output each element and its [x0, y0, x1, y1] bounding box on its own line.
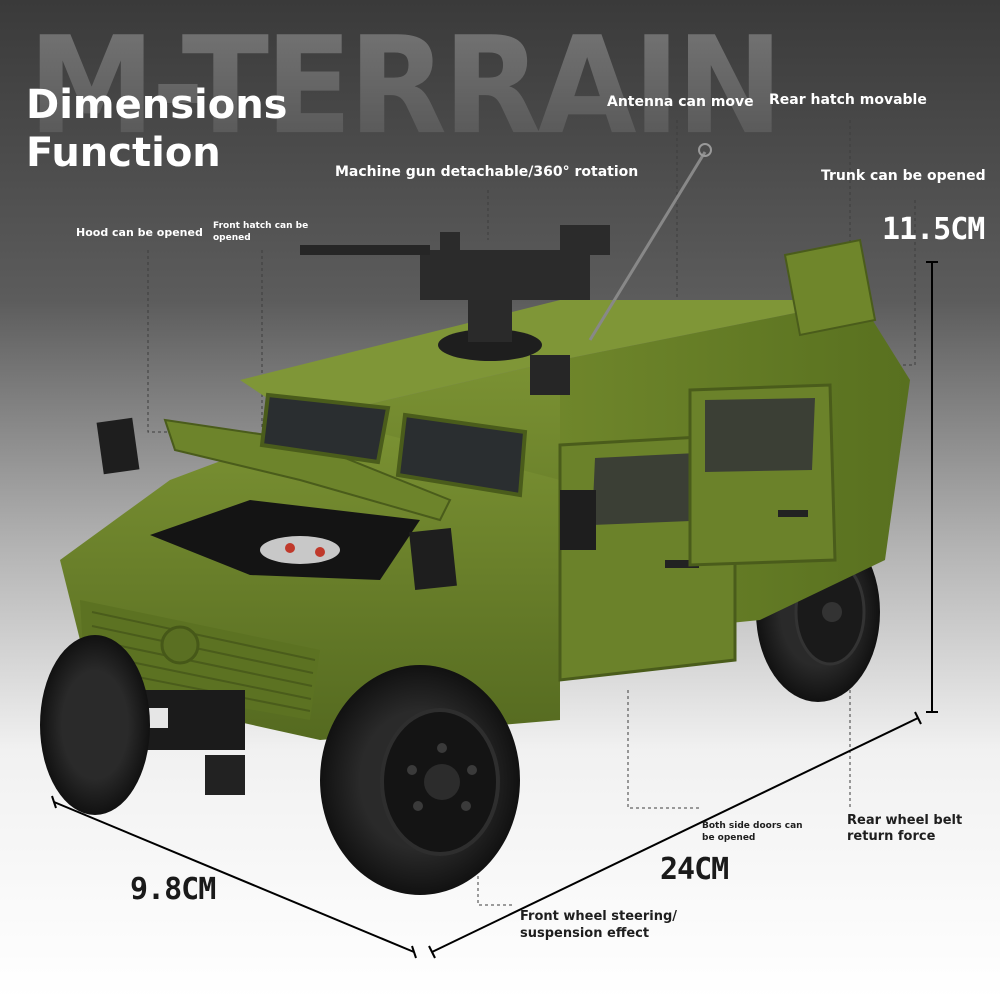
dimension-height: 11.5CM: [882, 212, 985, 247]
label-hood: Hood can be opened: [76, 226, 203, 239]
label-front-wheel: Front wheel steering/ suspension effect: [520, 909, 678, 941]
vehicle-body: [60, 238, 910, 795]
machine-gun-turret: [300, 225, 610, 361]
label-rear-hatch: Rear hatch movable: [769, 92, 927, 108]
front-wheel: [320, 665, 520, 895]
label-trunk: Trunk can be opened: [821, 168, 986, 184]
headline-function: Function: [26, 130, 221, 176]
front-left-wheel: [40, 635, 150, 815]
headline-dimensions: Dimensions: [26, 82, 288, 128]
dimension-width: 9.8CM: [130, 872, 216, 907]
dimension-length: 24CM: [660, 852, 729, 887]
antenna: [530, 143, 712, 395]
label-rear-wheel: Rear wheel belt return force: [847, 813, 963, 844]
label-antenna: Antenna can move: [607, 94, 754, 110]
label-side-doors: Both side doors can be opened: [702, 821, 803, 843]
background-title: M-TERRAIN: [28, 8, 783, 165]
label-front-hatch: Front hatch can be opened: [213, 221, 309, 243]
dimension-lines: [51, 261, 938, 959]
label-machine-gun: Machine gun detachable/360° rotation: [335, 164, 639, 180]
